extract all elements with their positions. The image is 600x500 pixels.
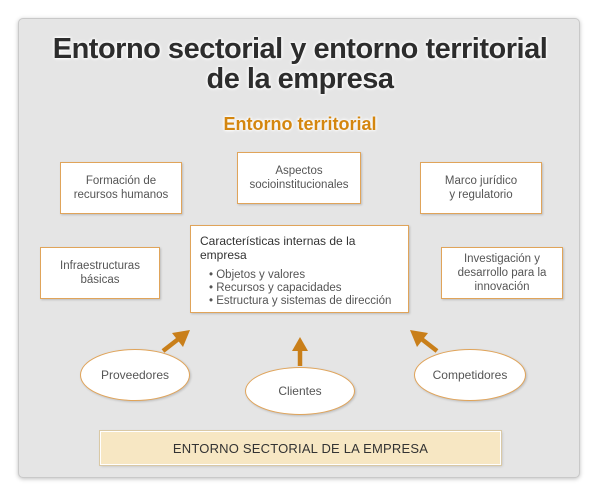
- title-line-1: Entorno sectorial y entorno territorial: [52, 33, 548, 65]
- territorial-heading: Entorno territorial: [223, 114, 377, 134]
- central-title: Características internas de la empresa: [200, 234, 356, 262]
- ellipse-competidores-label: Competidores: [432, 368, 508, 382]
- ellipse-proveedores-label: Proveedores: [100, 368, 170, 382]
- arrow-competidores: [410, 330, 439, 353]
- box-infraestructuras: Infraestructuras básicas: [40, 247, 160, 299]
- box-investigacion: Investigación y desarrollo para la innov…: [441, 247, 563, 299]
- box-caracteristicas-internas: Características internas de la empresa O…: [190, 225, 409, 313]
- list-item: Recursos y capacidades: [209, 282, 399, 295]
- ellipse-clientes-label: Clientes: [278, 384, 322, 398]
- box-marco-juridico: Marco jurídico y regulatorio: [420, 162, 542, 214]
- central-list: Objetos y valores Recursos y capacidades…: [200, 269, 399, 308]
- box-marco-label: Marco jurídico y regulatorio: [444, 175, 518, 201]
- box-aspectos-socioinstitucionales: Aspectos socioinstitucionales: [237, 152, 361, 204]
- box-investig-label: Investigación y desarrollo para la innov…: [457, 253, 547, 293]
- box-formacion-recursos-humanos: Formación de recursos humanos: [60, 162, 182, 214]
- ellipse-proveedores: Proveedores: [80, 349, 190, 401]
- box-infra-label: Infraestructuras básicas: [60, 260, 140, 286]
- box-formacion-label: Formación de recursos humanos: [73, 175, 169, 201]
- page-title: Entorno sectorial y entorno territorial …: [0, 34, 600, 94]
- arrow-clientes: [292, 337, 308, 366]
- sector-bar-label: ENTORNO SECTORIAL DE LA EMPRESA: [172, 440, 429, 456]
- ellipse-competidores: Competidores: [414, 349, 526, 401]
- box-aspectos-label: Aspectos socioinstitucionales: [249, 165, 349, 191]
- title-line-2: de la empresa: [206, 63, 394, 95]
- list-item: Objetos y valores: [209, 269, 399, 282]
- sector-bar: ENTORNO SECTORIAL DE LA EMPRESA: [100, 431, 501, 465]
- list-item: Estructura y sistemas de dirección: [209, 295, 399, 308]
- arrow-proveedores: [161, 330, 190, 353]
- ellipse-clientes: Clientes: [245, 367, 355, 415]
